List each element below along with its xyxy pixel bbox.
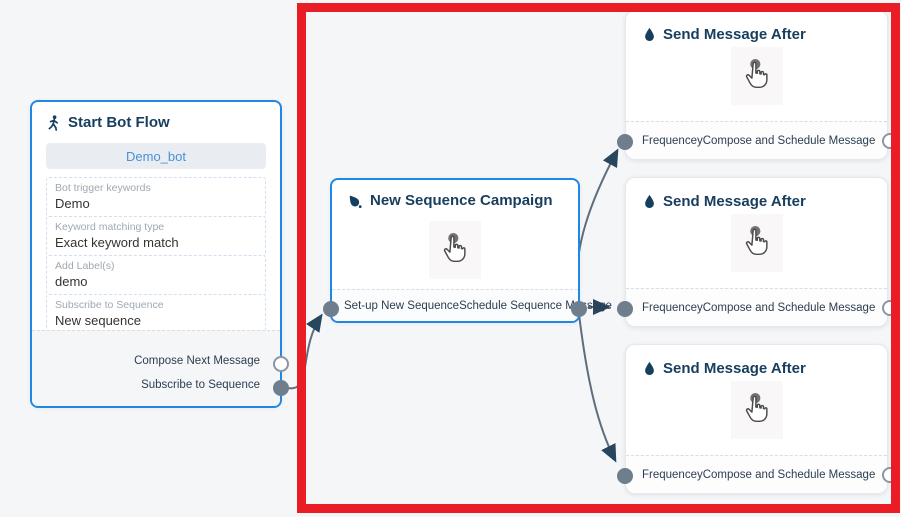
- field-keyword-matching-type[interactable]: Keyword matching type Exact keyword matc…: [46, 216, 266, 256]
- send-node-title: Send Message After: [626, 178, 887, 210]
- send-node-title: Send Message After: [626, 345, 887, 377]
- field-bot-trigger-keywords[interactable]: Bot trigger keywords Demo: [46, 177, 266, 217]
- sequence-node-title: New Sequence Campaign: [332, 180, 578, 217]
- output-label-subscribe-to-sequence: Subscribe to Sequence: [141, 379, 260, 391]
- field-subscribe-to-sequence[interactable]: Subscribe to Sequence New sequence: [46, 294, 266, 334]
- input-label-frequencey: Frequencey: [642, 301, 703, 314]
- input-port-set-up-new-sequence[interactable]: [323, 301, 339, 317]
- field-value: demo: [55, 274, 88, 289]
- output-label-compose-and-schedule-message: Compose and Schedule Message: [702, 468, 876, 481]
- send-node-footer: Frequencey Compose and Schedule Message: [626, 121, 899, 159]
- walking-person-icon: [46, 114, 61, 131]
- field-label: Keyword matching type: [55, 221, 165, 233]
- node-new-sequence-campaign[interactable]: New Sequence Campaign Set-up New Sequenc…: [323, 178, 612, 323]
- input-port-frequencey[interactable]: [617, 134, 633, 150]
- start-node-fields: Bot trigger keywords Demo Keyword matchi…: [46, 177, 266, 334]
- node-send-message-after-2[interactable]: Send Message After Frequencey Compose an…: [617, 177, 899, 327]
- sequence-node-footer: Set-up New Sequence Schedule Sequence Me…: [332, 289, 612, 321]
- send-node-title-label: Send Message After: [663, 193, 806, 210]
- water-drop-icon: [643, 361, 656, 376]
- field-label: Add Label(s): [55, 260, 115, 272]
- ink-drop-icon: [346, 193, 363, 209]
- field-value: Demo: [55, 196, 90, 211]
- output-port-compose-and-schedule-message[interactable]: [882, 466, 899, 483]
- send-node-title-label: Send Message After: [663, 26, 806, 43]
- start-node-title: Start Bot Flow: [32, 102, 280, 139]
- field-add-labels[interactable]: Add Label(s) demo: [46, 255, 266, 295]
- input-port-frequencey[interactable]: [617, 468, 633, 484]
- input-label-frequencey: Frequencey: [642, 134, 703, 147]
- field-value: New sequence: [55, 313, 141, 328]
- sequence-node-title-label: New Sequence Campaign: [370, 192, 553, 209]
- output-label-schedule-sequence-message: Schedule Sequence Message: [459, 299, 612, 312]
- output-port-schedule-sequence-message[interactable]: [571, 301, 587, 317]
- field-label: Bot trigger keywords: [55, 182, 151, 194]
- start-node-footer: Compose Next Message Subscribe to Sequen…: [32, 330, 280, 406]
- output-port-subscribe-to-sequence[interactable]: [273, 380, 289, 396]
- output-label-compose-and-schedule-message: Compose and Schedule Message: [702, 134, 876, 147]
- input-port-frequencey[interactable]: [617, 301, 633, 317]
- hand-cursor-icon[interactable]: [730, 381, 783, 439]
- input-label-set-up-new-sequence: Set-up New Sequence: [344, 299, 460, 312]
- start-node-title-label: Start Bot Flow: [68, 114, 170, 131]
- output-label-compose-and-schedule-message: Compose and Schedule Message: [702, 301, 876, 314]
- hand-cursor-icon[interactable]: [730, 47, 783, 105]
- field-label: Subscribe to Sequence: [55, 299, 164, 311]
- output-port-compose-and-schedule-message[interactable]: [882, 132, 899, 149]
- output-port-compose-next-message[interactable]: [273, 356, 289, 372]
- send-node-title: Send Message After: [626, 11, 887, 43]
- send-node-footer: Frequencey Compose and Schedule Message: [626, 455, 899, 493]
- water-drop-icon: [643, 27, 656, 42]
- bot-name-button[interactable]: Demo_bot: [46, 143, 266, 169]
- send-node-footer: Frequencey Compose and Schedule Message: [626, 288, 899, 326]
- input-label-frequencey: Frequencey: [642, 468, 703, 481]
- hand-cursor-icon[interactable]: [730, 214, 783, 272]
- node-send-message-after-3[interactable]: Send Message After Frequencey Compose an…: [617, 344, 899, 494]
- field-value: Exact keyword match: [55, 235, 179, 250]
- output-label-compose-next-message: Compose Next Message: [134, 355, 260, 367]
- output-port-compose-and-schedule-message[interactable]: [882, 299, 899, 316]
- hand-cursor-icon[interactable]: [429, 221, 481, 279]
- node-start-bot-flow[interactable]: Start Bot Flow Demo_bot Bot trigger keyw…: [30, 100, 289, 408]
- node-send-message-after-1[interactable]: Send Message After Frequencey Compose an…: [617, 10, 899, 160]
- water-drop-icon: [643, 194, 656, 209]
- send-node-title-label: Send Message After: [663, 360, 806, 377]
